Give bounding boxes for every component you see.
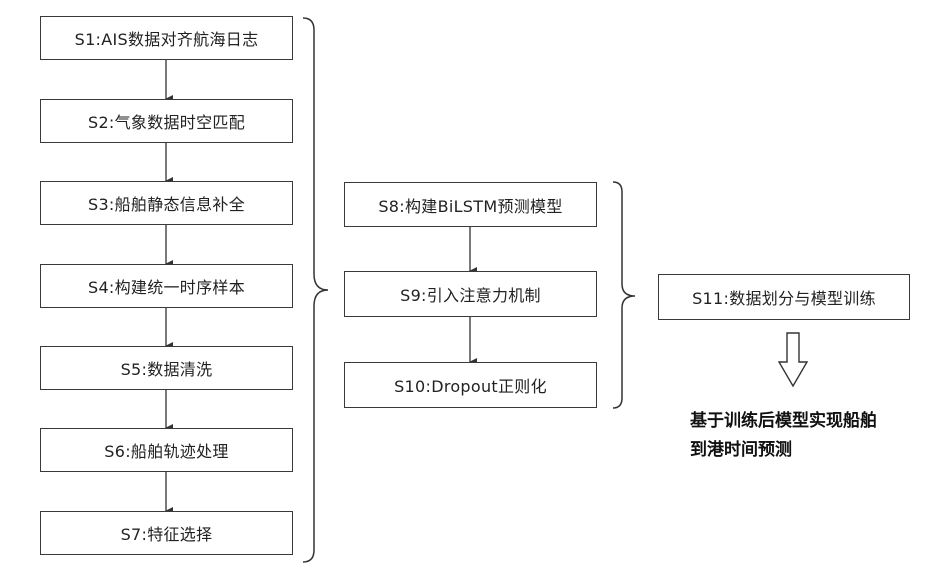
step-s2-box: S2:气象数据时空匹配	[40, 99, 293, 143]
step-s11-box: S11:数据划分与模型训练	[658, 274, 910, 320]
step-s2-label: S2:气象数据时空匹配	[88, 109, 245, 133]
step-s6-label: S6:船舶轨迹处理	[104, 438, 228, 462]
step-s11-label: S11:数据划分与模型训练	[692, 285, 876, 309]
step-s9-box: S9:引入注意力机制	[344, 271, 597, 317]
step-s7-label: S7:特征选择	[121, 521, 213, 545]
step-s10-box: S10:Dropout正则化	[344, 362, 597, 408]
step-s4-box: S4:构建统一时序样本	[40, 264, 293, 308]
step-s5-box: S5:数据清洗	[40, 346, 293, 390]
step-s9-label: S9:引入注意力机制	[400, 282, 541, 306]
brace-column1	[303, 18, 328, 562]
step-s1-label: S1:AIS数据对齐航海日志	[75, 26, 259, 50]
step-s4-label: S4:构建统一时序样本	[88, 274, 245, 298]
result-line-2: 到港时间预测	[690, 436, 920, 465]
hollow-down-arrow	[779, 333, 807, 386]
result-line-1: 基于训练后模型实现船舶	[690, 407, 920, 436]
brace-column2	[613, 182, 635, 408]
step-s8-label: S8:构建BiLSTM预测模型	[378, 193, 562, 217]
step-s1-box: S1:AIS数据对齐航海日志	[40, 16, 293, 60]
result-text: 基于训练后模型实现船舶 到港时间预测	[690, 407, 920, 465]
step-s10-label: S10:Dropout正则化	[394, 373, 547, 397]
step-s7-box: S7:特征选择	[40, 511, 293, 555]
step-s6-box: S6:船舶轨迹处理	[40, 428, 293, 472]
step-s3-box: S3:船舶静态信息补全	[40, 181, 293, 225]
step-s8-box: S8:构建BiLSTM预测模型	[344, 182, 597, 227]
step-s3-label: S3:船舶静态信息补全	[88, 191, 245, 215]
step-s5-label: S5:数据清洗	[121, 356, 213, 380]
